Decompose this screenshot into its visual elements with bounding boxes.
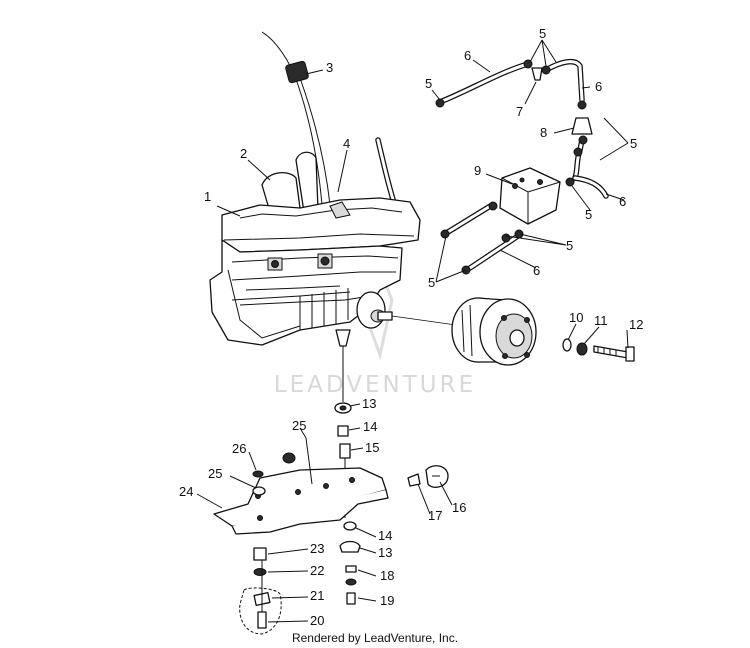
callout-4: 4 [343, 136, 350, 151]
callout-18: 18 [380, 568, 394, 583]
callout-22: 22 [310, 563, 324, 578]
clutch[interactable] [391, 297, 537, 366]
callout-1: 1 [204, 189, 211, 204]
callout-5e: 5 [566, 238, 573, 253]
callout-5d: 5 [585, 207, 592, 222]
callout-23: 23 [310, 541, 324, 556]
callout-6c: 6 [619, 194, 626, 209]
fuel-pump[interactable] [499, 167, 561, 225]
callout-5f: 5 [428, 275, 435, 290]
callout-10: 10 [569, 310, 583, 325]
callout-9: 9 [474, 163, 481, 178]
callout-25a: 25 [292, 418, 306, 433]
callout-7: 7 [516, 104, 523, 119]
callout-6b: 6 [595, 79, 602, 94]
callout-6d: 6 [533, 263, 540, 278]
callout-5b: 5 [539, 26, 546, 41]
callout-21: 21 [310, 588, 324, 603]
callout-8: 8 [540, 125, 547, 140]
callout-6a: 6 [464, 48, 471, 63]
callout-5a: 5 [425, 76, 432, 91]
callout-15: 15 [365, 440, 379, 455]
callout-13b: 13 [378, 545, 392, 560]
callout-3: 3 [326, 60, 333, 75]
callout-26: 26 [232, 441, 246, 456]
callout-2: 2 [240, 146, 247, 161]
callout-12: 12 [629, 317, 643, 332]
leader-lines [196, 39, 629, 623]
callout-14b: 14 [378, 528, 392, 543]
callout-20: 20 [310, 613, 324, 628]
clutch-bolt[interactable] [562, 338, 635, 362]
callout-5c: 5 [630, 136, 637, 151]
callout-13a: 13 [362, 396, 376, 411]
callout-24: 24 [179, 484, 193, 499]
callouts: 1 2 3 4 5 6 5 6 7 8 5 9 6 5 5 6 5 10 11 … [179, 26, 643, 628]
credit-text: Rendered by LeadVenture, Inc. [292, 631, 458, 645]
fuel-lines[interactable] [435, 58, 609, 275]
callout-14a: 14 [363, 419, 377, 434]
callout-16: 16 [452, 500, 466, 515]
watermark-text: LEADVENTURE [274, 372, 476, 398]
engine[interactable] [209, 31, 421, 347]
callout-19: 19 [380, 593, 394, 608]
callout-17: 17 [428, 508, 442, 523]
mount-bracket[interactable] [213, 467, 389, 535]
callout-25b: 25 [208, 466, 222, 481]
callout-11: 11 [594, 313, 608, 328]
bracket-hardware[interactable] [239, 452, 449, 635]
